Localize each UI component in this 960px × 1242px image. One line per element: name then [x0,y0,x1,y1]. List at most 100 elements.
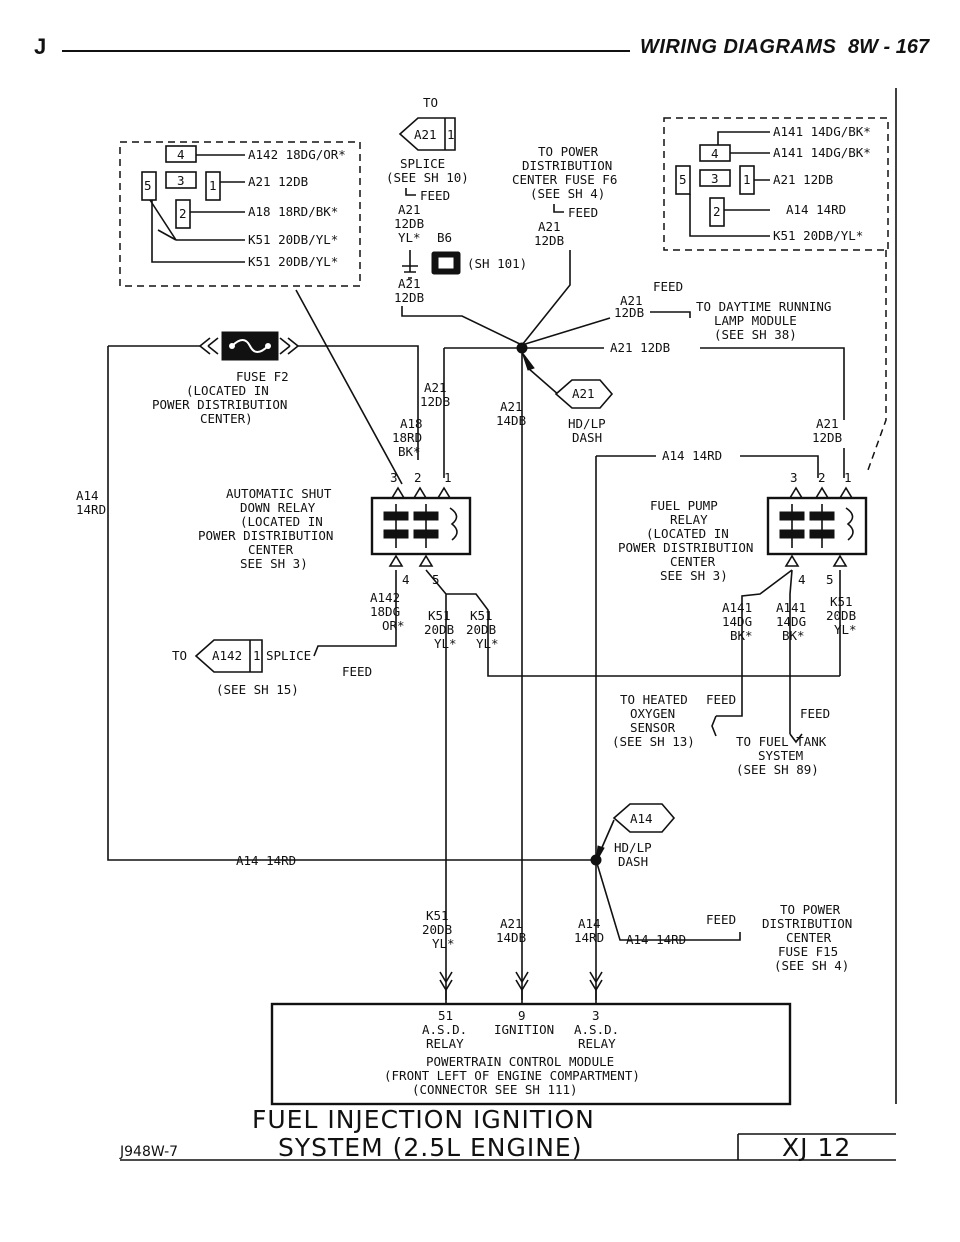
asd-bottom-terminals [388,554,434,567]
fuel-pump-relay: 3 2 1 4 5 FUEL PUMP RELAY (LOCATED IN PO… [618,470,868,734]
left-pin-2-box [175,199,191,229]
fp-pin-2: 2 [818,470,826,485]
top-b6: B6 [437,230,452,245]
a14-left-1: A14 [76,488,99,503]
drl-feed: FEED [653,279,683,294]
left-connector-group: 5 4 3 1 2 A142 18DG/OR* A21 12DB A18 18R… [119,141,361,287]
pcm-pin-51-l1: A.S.D. [422,1022,467,1037]
asd-top-terminals [390,486,452,499]
ft-feed: FEED [800,706,830,721]
ft-label-1: TO FUEL TANK [736,734,827,749]
hd-lead [527,367,561,397]
mid-a18-2: 18RD [392,430,422,445]
fp-pin-5: 5 [826,572,834,587]
ft-label-2: SYSTEM [758,748,803,763]
left-wire-a18: A18 18RD/BK* [248,204,338,219]
header-rule [62,50,630,52]
right-wire-a14: A14 14RD [786,202,846,217]
right-connector-group: 5 4 3 1 2 A141 14DG/BK* A141 14DG/BK* A2… [663,117,889,471]
right-pin-1: 1 [743,172,751,187]
asd-k51b-1: K51 [470,608,493,623]
asd-k51a-1: K51 [428,608,451,623]
left-connector-outline [119,141,361,287]
lower-pd-1: TO POWER [780,902,841,917]
fp-a141b-3: BK* [782,628,805,643]
pd-line3: CENTER FUSE F6 [512,172,617,187]
pcm-module: 51 A.S.D. RELAY 9 IGNITION 3 A.S.D. RELA… [270,1002,792,1106]
brand-letter: J [34,34,47,59]
page-number: 8W - 167 [848,36,930,58]
lower-a14-tag: A14 [630,811,653,826]
splice2-feed-line [313,645,338,657]
left-wire-k51b: K51 20DB/YL* [248,254,338,269]
pcm-label-3: (CONNECTOR SEE SH 111) [412,1082,578,1097]
fuse-label-1: FUSE F2 [236,369,289,384]
top-splice-tag-text: A21 [414,127,437,142]
right-wire-a141a: A141 14DG/BK* [773,124,871,139]
drl-label-1: TO DAYTIME RUNNING [696,299,831,314]
section-title: WIRING DIAGRAMS [640,36,837,58]
mid-section: A21 12DB A21 12DB A18 18RD BK* A21 14DB … [392,340,845,1000]
right-pin-2-box [709,197,725,227]
top-splice-line2: (SEE SH 10) [386,170,469,185]
fp-internal [791,504,854,548]
right-pin-3-box [699,169,731,187]
lower-a21-1: A21 [500,916,523,931]
splice2-tag-text: A142 [212,648,242,663]
o2-feed-arrow [711,715,717,737]
lower-hd-1: HD/LP [614,840,652,855]
mid-a14-14rd: A14 14RD [662,448,722,463]
drl-wire-12db: 12DB [614,305,644,320]
pcm-pin-3: 3 [592,1008,600,1023]
fp-pin-3: 3 [790,470,798,485]
pcm-box [270,1002,792,1106]
fuse-dot-right [265,343,271,349]
lower-a14-14rd: A14 14RD [236,853,296,868]
ft-feed-arrow [789,733,803,744]
fp-relay-body [766,496,868,556]
hd-tag-text: A21 [572,386,595,401]
fp-label-5: CENTER [670,554,716,569]
pd-wire-12db: 12DB [534,233,564,248]
fp-label-4: POWER DISTRIBUTION [618,540,753,555]
a14-tag-lead [599,819,615,853]
pcm-pin-51: 51 [438,1008,453,1023]
ft-label-3: (SEE SH 89) [736,762,819,777]
drl-wire-a21: A21 [620,293,643,308]
frame-footer-lines [120,1133,896,1161]
right-pin-5-box [675,165,691,195]
mid-a21-right-2: 12DB [812,430,842,445]
drl-wire [521,317,611,346]
o2-feed: FEED [706,692,736,707]
hd-label-2: DASH [572,430,602,445]
right-pin-3: 3 [711,171,719,186]
pcm-pin-3-l2: RELAY [578,1036,616,1051]
asd-internal [395,504,458,548]
footer-title-1: FUEL INJECTION IGNITION [252,1105,595,1134]
top-section: TO A21 1 SPLICE (SEE SH 10) FEED A21 12D… [386,95,617,346]
fp-a141b-1: A141 [776,600,806,615]
pd-line2: DISTRIBUTION [522,158,612,173]
pcm-pin-leads [445,990,597,1004]
splice2-tag [194,639,263,673]
lower-feed: FEED [706,912,736,927]
pcm-pin-3-l1: A.S.D. [574,1022,619,1037]
a142-splice: TO A142 1 SPLICE FEED (SEE SH 15) [172,639,372,697]
footer-title-2: SYSTEM (2.5L ENGINE) [278,1133,582,1162]
fuse-label-2: (LOCATED IN [186,383,269,398]
fp-k51-3: YL* [834,622,857,637]
asd-label-4: POWER DISTRIBUTION [198,528,333,543]
asd-label-3: (LOCATED IN [240,514,323,529]
lower-k51-2: 20DB [422,922,452,937]
drl-section: FEED A21 12DB TO DAYTIME RUNNING LAMP MO… [521,279,831,346]
fp-label-3: (LOCATED IN [646,526,729,541]
left-pin-1: 1 [209,178,217,193]
asd-pin-3: 3 [390,470,398,485]
right-wire-k51: K51 20DB/YL* [773,228,863,243]
drl-feed-line [650,311,691,318]
fp-a141a-2: 14DG [722,614,752,629]
right-wire-a141b: A141 14DG/BK* [773,145,871,160]
top-wire-a21: A21 [398,202,421,217]
fp-k51-2: 20DB [826,608,856,623]
